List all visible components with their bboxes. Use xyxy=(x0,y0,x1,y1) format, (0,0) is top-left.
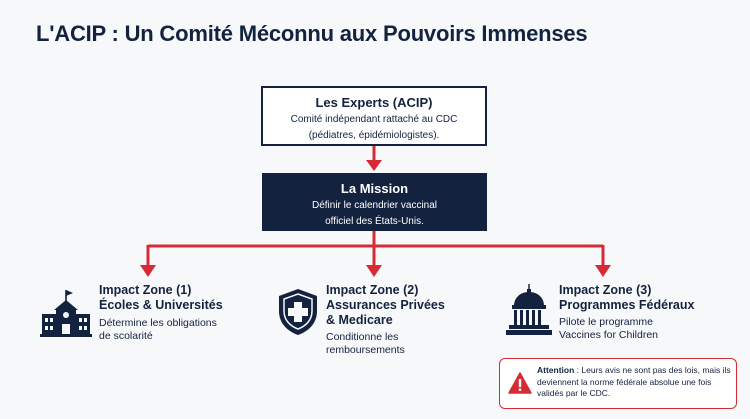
capitol-icon xyxy=(506,284,552,335)
zone-3-desc-1: Pilote le programme xyxy=(559,316,653,328)
zone-2-heading: Impact Zone (2) xyxy=(326,283,419,297)
zone-3-heading: Impact Zone (3) xyxy=(559,283,652,297)
zone-2-subheading-2: & Medicare xyxy=(326,313,393,327)
experts-title: Les Experts (ACIP) xyxy=(315,95,433,110)
alert-text: Attention : Leurs avis ne sont pas des l… xyxy=(537,365,733,400)
zone-2-desc-2: remboursements xyxy=(326,344,405,356)
school-icon xyxy=(40,290,92,337)
experts-box: Les Experts (ACIP) Comité indépendant ra… xyxy=(261,86,487,146)
shield-cross-icon xyxy=(279,289,317,335)
mission-title: La Mission xyxy=(340,181,409,196)
zone-2-subheading-1: Assurances Privées xyxy=(326,298,445,312)
page-title: L'ACIP : Un Comité Méconnu aux Pouvoirs … xyxy=(36,21,588,46)
connector-experts-to-mission xyxy=(366,146,382,171)
attention-alert: Attention : Leurs avis ne sont pas des l… xyxy=(499,358,737,409)
connector-mission-to-zones xyxy=(140,231,611,277)
impact-zone-1: Impact Zone (1) Écoles & Universités Dét… xyxy=(40,283,240,353)
impact-zone-3: Impact Zone (3) Programmes Fédéraux Pilo… xyxy=(505,283,725,353)
alert-message: : Leurs avis ne sont pas des lois, mais … xyxy=(537,365,731,398)
experts-line-2: (pédiatres, épidémiologistes). xyxy=(308,130,440,141)
experts-line-1: Comité indépendant rattaché au CDC xyxy=(290,114,458,125)
mission-box: La Mission Définir le calendrier vaccina… xyxy=(262,173,487,231)
impact-zone-2: Impact Zone (2) Assurances Privées & Med… xyxy=(276,283,476,363)
zone-1-heading: Impact Zone (1) xyxy=(99,283,192,297)
mission-line-2: officiel des États-Unis. xyxy=(325,216,424,227)
zone-1-desc-2: de scolarité xyxy=(99,330,153,342)
zone-3-subheading: Programmes Fédéraux xyxy=(559,298,695,312)
zone-1-subheading: Écoles & Universités xyxy=(99,298,223,312)
zone-2-desc-1: Conditionne les xyxy=(326,331,399,343)
mission-line-1: Définir le calendrier vaccinal xyxy=(311,200,438,211)
warning-icon xyxy=(508,372,532,394)
zone-1-desc-1: Détermine les obligations xyxy=(99,317,217,329)
zone-3-desc-2: Vaccines for Children xyxy=(559,329,659,341)
alert-label: Attention xyxy=(537,365,575,375)
